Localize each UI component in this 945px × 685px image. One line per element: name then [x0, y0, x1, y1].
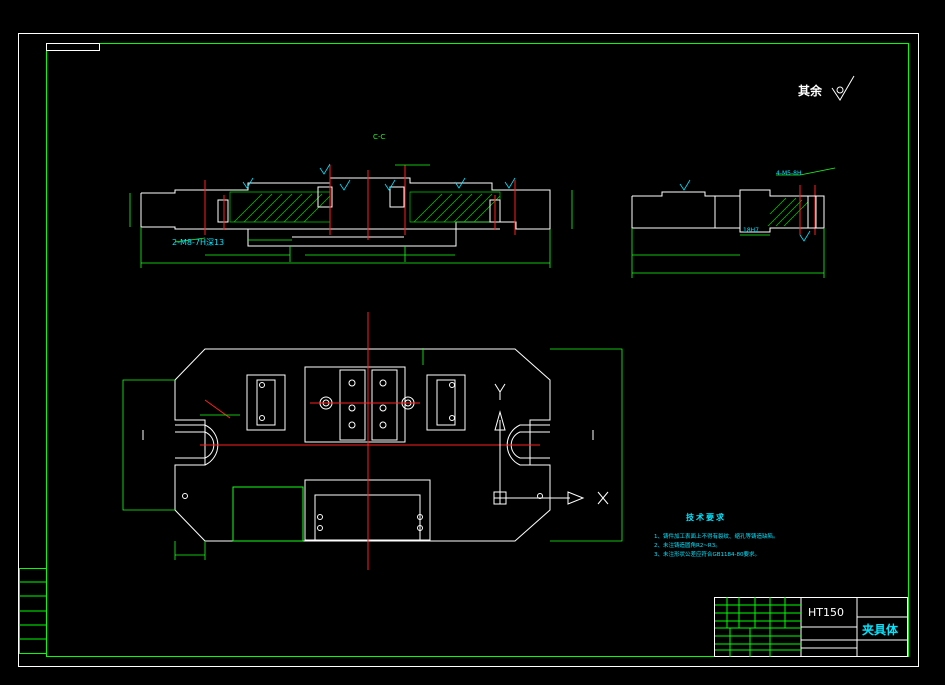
- side-revision-table: [19, 568, 47, 654]
- tech-note-3: 3、未注形状公差应符合GB1184-80要求。: [654, 552, 761, 558]
- callout-fit: 18H7: [743, 227, 759, 234]
- outer-frame: [18, 33, 919, 667]
- front-section-view: [129, 163, 573, 268]
- tech-notes-title: 技术要求: [686, 513, 726, 522]
- title-block: [714, 597, 908, 657]
- inner-frame: [46, 43, 909, 657]
- title-block-part-name: 夹具体: [862, 623, 899, 637]
- code-box: [46, 43, 100, 51]
- tech-note-2: 2、未注铸造圆角R2~R3。: [654, 543, 721, 549]
- tech-note-1: 1、铸件加工表面上不得有裂纹、缩孔等铸造缺陷。: [654, 534, 779, 540]
- roughness-symbol: [831, 75, 855, 101]
- callout-tapped-holes: 2-M8-7H深13: [172, 238, 225, 247]
- plan-view: [122, 312, 623, 570]
- side-view: [631, 167, 836, 278]
- callout-side-holes: 4-M5-8H: [776, 170, 802, 177]
- title-block-material: HT150: [808, 606, 844, 619]
- section-label: C-C: [373, 133, 386, 141]
- roughness-note-text: 其余: [798, 84, 823, 98]
